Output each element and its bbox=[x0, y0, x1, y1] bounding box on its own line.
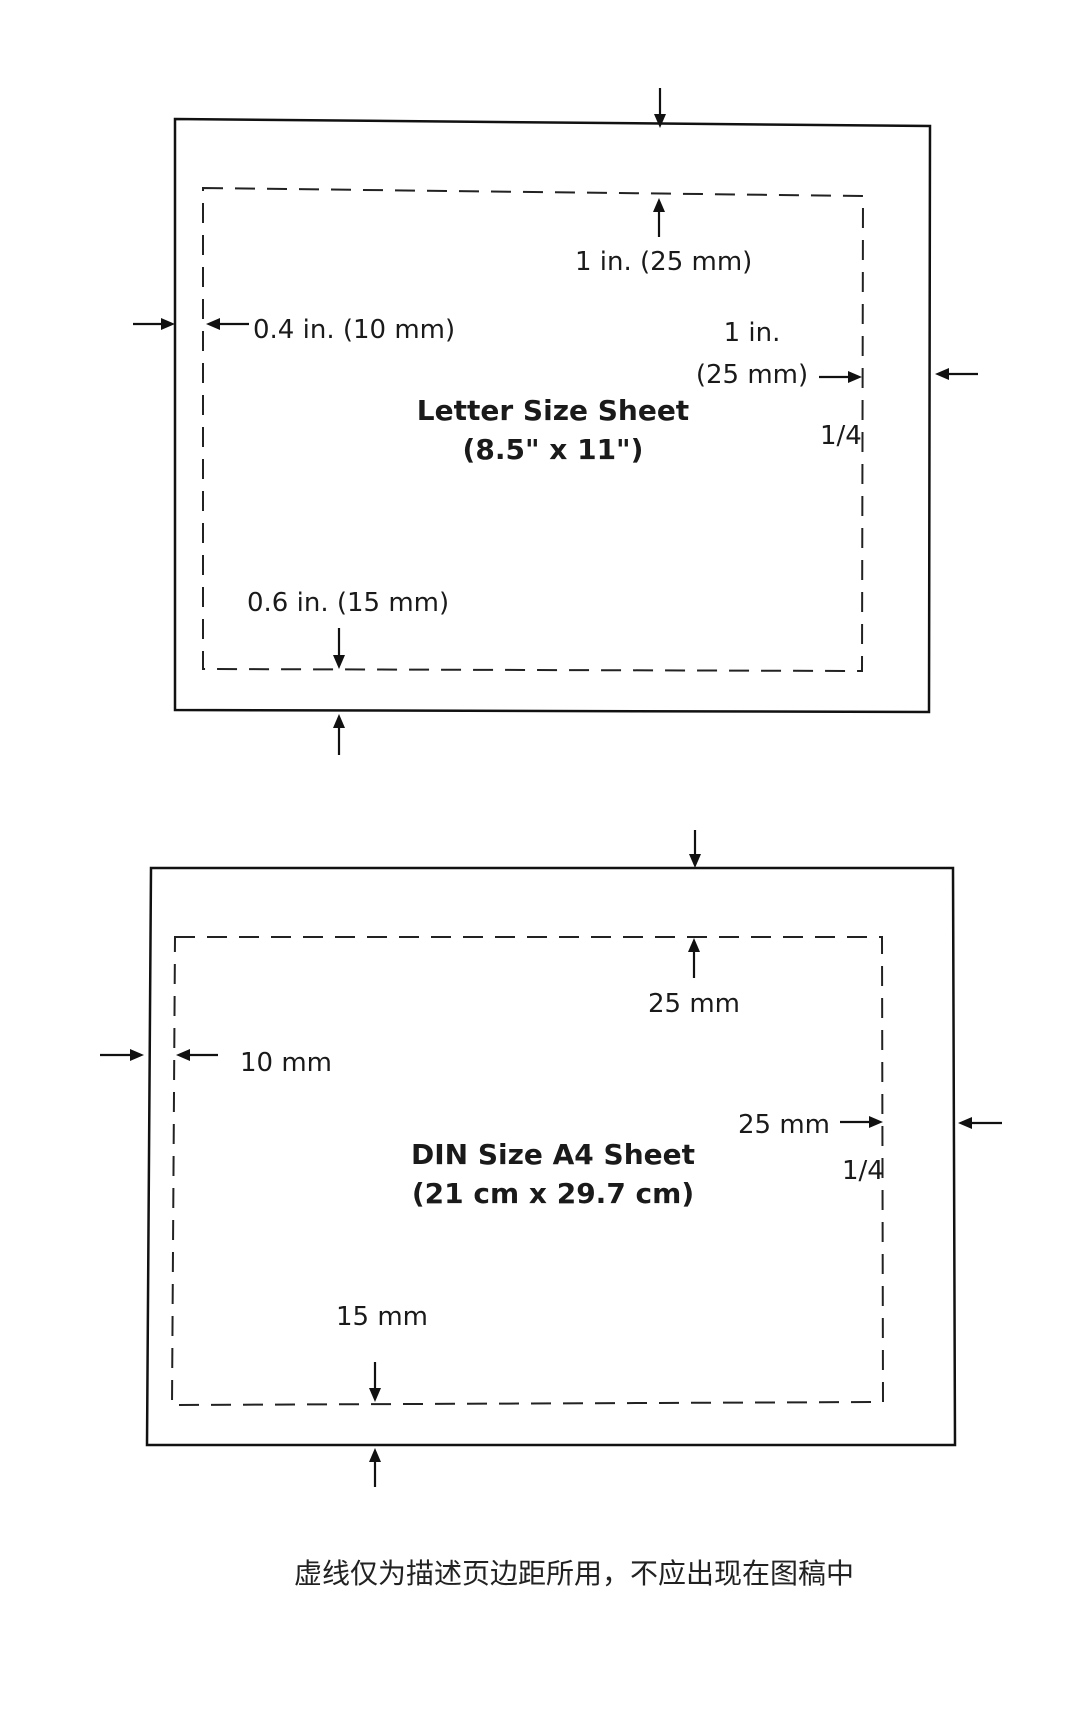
a4-top-margin-label: 25 mm bbox=[648, 989, 740, 1019]
letter-left-inner-arrow bbox=[206, 318, 249, 330]
a4-sheet-outline bbox=[145, 866, 957, 1447]
a4-left-margin-label: 10 mm bbox=[240, 1048, 332, 1078]
a4-right-inner-arrow bbox=[840, 1116, 883, 1128]
letter-top-margin-label: 1 in. (25 mm) bbox=[575, 247, 752, 277]
letter-left-outer-arrow bbox=[133, 318, 175, 330]
a4-diagram: 25 mm 10 mm 25 mm 1/4 DIN Size A4 Sheet … bbox=[100, 830, 1002, 1487]
a4-top-inner-arrow bbox=[688, 938, 700, 978]
letter-sheet-title: Letter Size Sheet bbox=[417, 394, 689, 427]
letter-right-fraction: 1/4 bbox=[820, 421, 862, 451]
letter-bottom-outer-arrow bbox=[333, 714, 345, 755]
a4-right-margin-label: 25 mm bbox=[738, 1110, 830, 1140]
letter-right-margin-label-line1: 1 in. bbox=[724, 318, 781, 348]
letter-diagram: 1 in. (25 mm) 0.4 in. (10 mm) 1 in. (25 … bbox=[133, 88, 978, 755]
a4-right-fraction: 1/4 bbox=[842, 1156, 884, 1186]
letter-sheet-dimensions: (8.5" x 11") bbox=[463, 433, 644, 466]
a4-bottom-outer-arrow bbox=[369, 1448, 381, 1487]
a4-right-outer-arrow bbox=[958, 1117, 1002, 1129]
a4-sheet-dimensions: (21 cm x 29.7 cm) bbox=[412, 1177, 694, 1210]
letter-sheet-outline bbox=[173, 117, 932, 714]
letter-top-outer-arrow bbox=[654, 88, 666, 128]
a4-left-inner-arrow bbox=[176, 1049, 218, 1061]
letter-bottom-inner-arrow bbox=[333, 628, 345, 669]
letter-left-margin-label: 0.4 in. (10 mm) bbox=[253, 315, 455, 345]
a4-sheet-title: DIN Size A4 Sheet bbox=[411, 1138, 695, 1171]
letter-top-inner-arrow bbox=[653, 198, 665, 237]
letter-right-inner-arrow bbox=[819, 371, 862, 383]
letter-margin-line bbox=[202, 186, 865, 673]
a4-left-outer-arrow bbox=[100, 1049, 144, 1061]
a4-bottom-inner-arrow bbox=[369, 1362, 381, 1402]
letter-bottom-margin-label: 0.6 in. (15 mm) bbox=[247, 588, 449, 618]
a4-top-outer-arrow bbox=[689, 830, 701, 868]
caption: 虚线仅为描述页边距所用，不应出现在图稿中 bbox=[294, 1557, 854, 1590]
letter-right-outer-arrow bbox=[935, 368, 978, 380]
a4-margin-line bbox=[170, 936, 885, 1407]
letter-right-margin-label-line2: (25 mm) bbox=[696, 360, 808, 390]
a4-bottom-margin-label: 15 mm bbox=[336, 1302, 428, 1332]
